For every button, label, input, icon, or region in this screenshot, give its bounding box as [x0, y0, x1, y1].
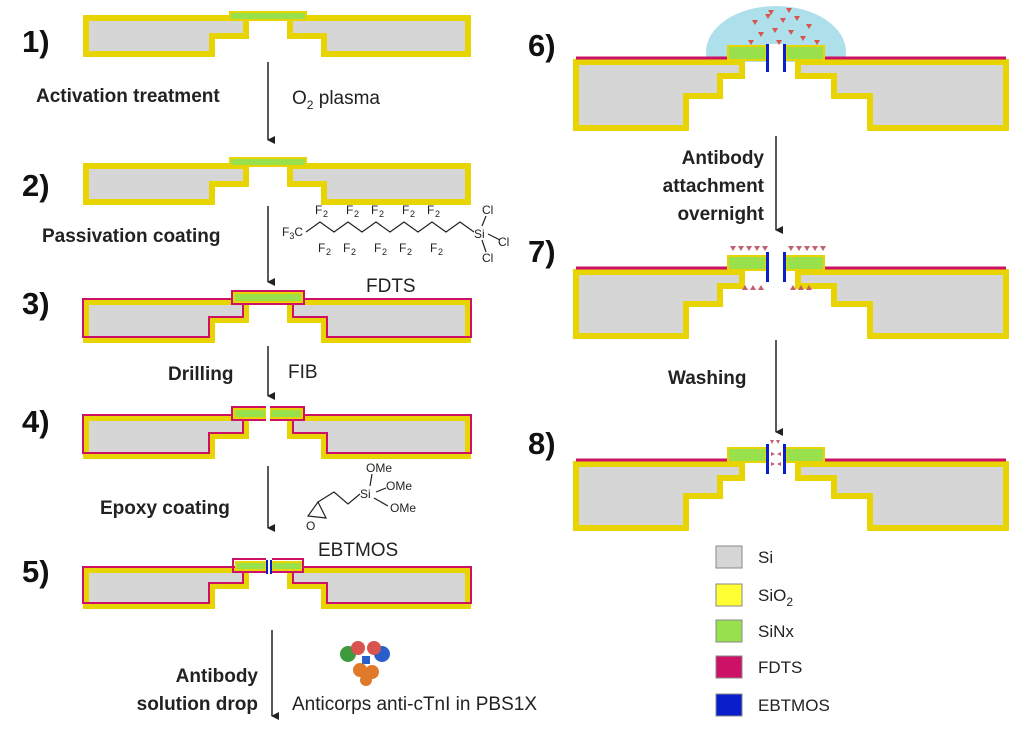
- svg-text:SiO2: SiO2: [758, 586, 793, 609]
- ebtmos-structure: O Si OMe OMe OMe EBTMOS: [306, 461, 416, 561]
- legend-item-si: Si: [715, 545, 773, 569]
- label-attach-2: attachment: [663, 176, 765, 197]
- svg-text:2: 2: [407, 247, 412, 257]
- fdts-name: FDTS: [366, 276, 416, 297]
- svg-text:2: 2: [410, 209, 415, 219]
- svg-text:Cl: Cl: [482, 251, 493, 265]
- label-epoxy: Epoxy coating: [100, 498, 230, 519]
- label-antibody-drop-1: Antibody: [176, 666, 259, 687]
- step-number-3: 3): [22, 286, 50, 321]
- step-number-4: 4): [22, 404, 50, 439]
- antibody-icon: [340, 641, 390, 686]
- svg-text:F3C: F3C: [282, 225, 303, 241]
- si-plate-left: [83, 15, 249, 57]
- svg-text:2: 2: [435, 209, 440, 219]
- label-activation: Activation treatment: [36, 86, 220, 107]
- svg-text:OMe: OMe: [366, 461, 392, 475]
- process-arrows: [267, 62, 783, 720]
- svg-text:F: F: [343, 241, 350, 255]
- svg-text:F: F: [399, 241, 406, 255]
- svg-text:Si: Si: [474, 227, 485, 241]
- svg-text:2: 2: [323, 209, 328, 219]
- svg-text:F: F: [430, 241, 437, 255]
- svg-text:2: 2: [438, 247, 443, 257]
- structure-step-4: [82, 403, 472, 459]
- legend-item-fdts: FDTS: [715, 655, 802, 679]
- svg-text:2: 2: [379, 209, 384, 219]
- svg-text:F: F: [346, 203, 353, 217]
- structure-step-5: [82, 558, 472, 609]
- svg-text:OMe: OMe: [390, 501, 416, 515]
- svg-text:FDTS: FDTS: [758, 658, 802, 677]
- structure-step-6: [573, 6, 1009, 132]
- svg-text:F: F: [371, 203, 378, 217]
- svg-text:2: 2: [326, 247, 331, 257]
- si-plate-right: [287, 15, 471, 57]
- remaining-antibodies: [770, 440, 781, 466]
- svg-text:Si: Si: [360, 487, 371, 501]
- attached-antibodies: [730, 246, 826, 290]
- label-anticorps: Anticorps anti-cTnI in PBS1X: [292, 694, 537, 715]
- label-fib: FIB: [288, 362, 318, 383]
- structure-step-8: [573, 440, 1009, 531]
- sinx-membrane: [229, 11, 307, 21]
- step-number-1: 1): [22, 24, 50, 59]
- step-number-7: 7): [528, 234, 556, 269]
- svg-text:2: 2: [354, 209, 359, 219]
- ebtmos-layer: [266, 560, 268, 574]
- fib-hole: [266, 403, 270, 425]
- label-attach-3: overnight: [677, 204, 764, 225]
- label-drilling: Drilling: [168, 364, 233, 385]
- svg-text:SiNx: SiNx: [758, 622, 794, 641]
- svg-text:2: 2: [351, 247, 356, 257]
- svg-text:Cl: Cl: [482, 203, 493, 217]
- label-attach-1: Antibody: [682, 148, 765, 169]
- svg-text:2: 2: [382, 247, 387, 257]
- svg-text:O: O: [306, 519, 315, 533]
- step-labels: Activation treatment O2 plasma Passivati…: [36, 86, 765, 715]
- svg-text:EBTMOS: EBTMOS: [758, 696, 830, 715]
- structure-step-7: [573, 246, 1009, 339]
- label-o2-plasma: O2 plasma: [292, 88, 380, 112]
- svg-text:OMe: OMe: [386, 479, 412, 493]
- step-number-5: 5): [22, 554, 50, 589]
- legend-item-sio2: SiO2: [715, 583, 793, 609]
- svg-text:F: F: [315, 203, 322, 217]
- svg-text:F: F: [427, 203, 434, 217]
- structure-step-3: [82, 290, 472, 343]
- ebtmos-name: EBTMOS: [318, 540, 398, 561]
- step-numbers: 1) 2) 3) 4) 5) 6) 7) 8): [22, 24, 556, 589]
- structure-step-2: [83, 157, 471, 205]
- svg-text:F: F: [374, 241, 381, 255]
- legend: Si SiO2 SiNx FDTS EBTMOS: [715, 545, 830, 717]
- svg-text:Cl: Cl: [498, 235, 509, 249]
- antibodies-in-drop: [748, 8, 820, 45]
- step-number-2: 2): [22, 168, 50, 203]
- label-passivation: Passivation coating: [42, 226, 220, 247]
- legend-item-sinx: SiNx: [715, 619, 794, 643]
- label-washing: Washing: [668, 368, 746, 389]
- label-antibody-drop-2: solution drop: [137, 694, 258, 715]
- structure-step-1: [83, 11, 471, 57]
- step-number-6: 6): [528, 28, 556, 63]
- svg-text:Si: Si: [758, 548, 773, 567]
- svg-text:F: F: [318, 241, 325, 255]
- svg-text:F: F: [402, 203, 409, 217]
- legend-item-ebtmos: EBTMOS: [715, 693, 830, 717]
- step-number-8: 8): [528, 426, 556, 461]
